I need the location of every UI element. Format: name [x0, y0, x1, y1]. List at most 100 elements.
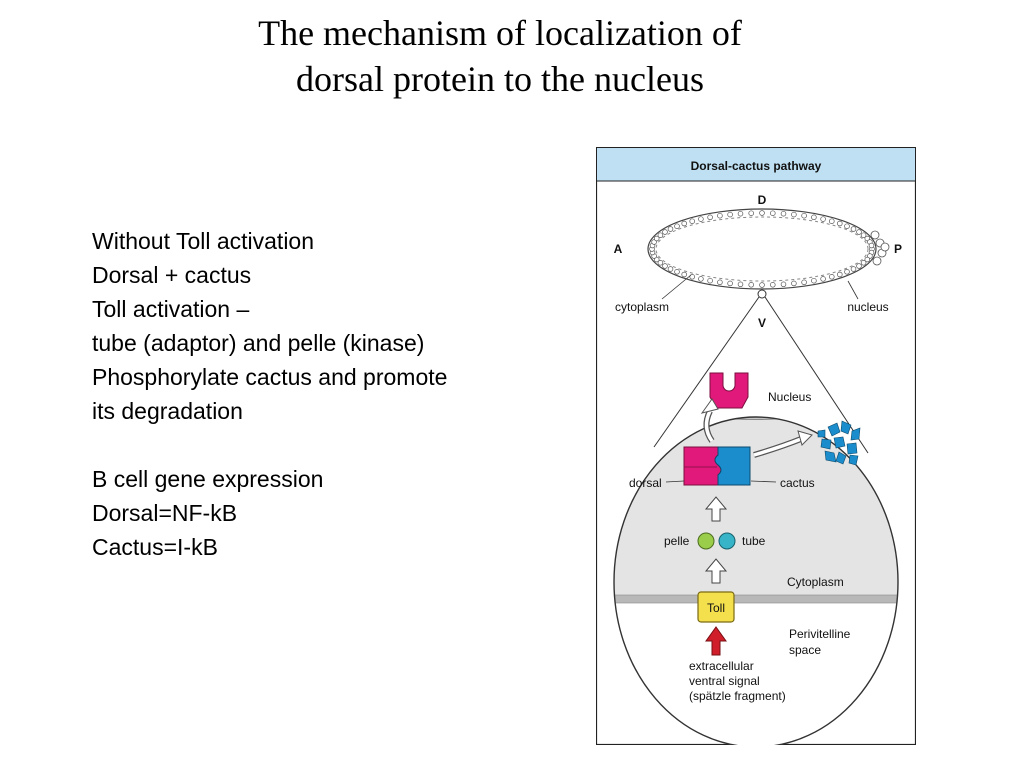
embryo-nucleus-dot [820, 276, 826, 282]
axis-posterior-label: P [894, 242, 902, 256]
embryo-nucleus-dot [681, 271, 687, 278]
embryo-nucleus-dot [844, 269, 850, 275]
signal-label-3: (spätzle fragment) [689, 689, 786, 703]
cactus-protein [714, 446, 751, 486]
embryo-nucleus-dot [856, 263, 862, 269]
embryo-nucleus-dot [770, 282, 776, 288]
cactus-label: cactus [780, 476, 815, 490]
embryo-nucleus-dot [717, 212, 723, 219]
note-line: Dorsal + cactus [92, 262, 252, 288]
embryo-nucleus-dot [801, 212, 807, 219]
embryo-nucleus-dot [844, 223, 850, 229]
embryo-nucleus-dot [850, 266, 857, 272]
embryo-nucleus-dot [868, 242, 875, 249]
embryo-nucleus-dot [727, 211, 733, 218]
tube-adaptor [718, 532, 736, 550]
perivitelline-label-2: space [789, 643, 821, 657]
embryo-nuclei [649, 210, 890, 288]
pelle-kinase [697, 532, 715, 550]
embryo-nucleus-dot [820, 216, 826, 222]
dorsal-label: dorsal [629, 476, 662, 490]
signal-label-1: extracellular [689, 659, 754, 673]
embryo-nucleus-dot [759, 282, 765, 288]
embryo-nucleus-dot [717, 279, 723, 286]
embryo-nucleus-dot [811, 277, 817, 284]
embryo-nucleus-dot [829, 218, 835, 224]
note-line: B cell gene expression [92, 466, 324, 492]
pathway-diagram: Dorsal-cactus pathway D A P V cytoplasm … [596, 147, 916, 745]
embryo-nucleus-dot [681, 220, 687, 227]
slide-title: The mechanism of localization of dorsal … [0, 10, 1000, 102]
note-line: Toll activation – [92, 296, 250, 322]
embryo-nucleus-dot [837, 220, 843, 227]
cytoplasm-top-label: cytoplasm [615, 300, 669, 314]
note-line: Without Toll activation [92, 228, 315, 254]
embryo-nucleus-dot [780, 210, 787, 217]
arrow-to-nucleus [700, 398, 719, 414]
embryo-nucleus-dot [829, 274, 835, 280]
embryo-nucleus-dot [791, 211, 797, 218]
embryo-nucleus-dot [698, 216, 704, 222]
zoom-line-right [764, 296, 869, 454]
zoom-line-left [653, 296, 760, 448]
dorsal-protein [683, 446, 722, 486]
embryo-nucleus-dot [748, 282, 754, 288]
perivitelline-label-1: Perivitelline [789, 627, 851, 641]
notes-text: Without Toll activation Dorsal + cactus … [92, 224, 562, 564]
note-spacer [92, 428, 562, 462]
embryo-nucleus-dot [657, 232, 664, 238]
pelle-label: pelle [664, 534, 690, 548]
embryo-nucleus-dot [737, 281, 744, 288]
embryo-nucleus-dot [653, 235, 660, 242]
toll-label: Toll [707, 601, 725, 615]
embryo-nucleus-dot [864, 256, 871, 263]
embryo-nucleus-dot [662, 229, 668, 235]
embryo-nucleus-dot [791, 280, 797, 287]
dorsal-cactus-figure: Dorsal-cactus pathway D A P V cytoplasm … [596, 147, 916, 745]
axis-dorsal-label: D [758, 193, 767, 207]
embryo-nucleus-dot [801, 279, 807, 286]
embryo-nucleus-dot [811, 214, 817, 221]
embryo-nucleus-dot [770, 210, 776, 216]
pole-cell [880, 242, 890, 252]
embryo-cytoplasm-ring [655, 216, 869, 282]
cell-outline [613, 416, 899, 745]
signal-label-2: ventral signal [689, 674, 760, 688]
embryo-nucleus-dot [707, 214, 713, 221]
embryo-nucleus-dot [674, 223, 680, 229]
pole-cell [870, 230, 880, 240]
embryo-nucleus-dot [860, 260, 867, 266]
embryo-nucleus-dot [667, 266, 674, 272]
axis-anterior-label: A [614, 242, 623, 256]
embryo-nucleus-dot [707, 277, 713, 284]
embryo-nucleus-dot [737, 210, 744, 217]
embryo-nucleus-dot [657, 260, 664, 266]
embryo-nucleus-dot [856, 229, 862, 235]
embryo-nucleus-dot [759, 210, 765, 216]
tube-label: tube [742, 534, 766, 548]
title-line-1: The mechanism of localization of [258, 13, 742, 53]
ventral-signal-arrow [705, 626, 727, 656]
nucleus-top-label: nucleus [847, 300, 888, 314]
nuclear-dorsal-protein [709, 372, 749, 409]
arrow-to-complex [704, 496, 728, 522]
pole-cell [872, 256, 882, 266]
embryo-nucleus-dot [748, 210, 754, 216]
note-line: tube (adaptor) and pelle (kinase) [92, 330, 425, 356]
figure-header: Dorsal-cactus pathway [691, 159, 822, 173]
nucleus-label: Nucleus [768, 390, 811, 404]
arrow-to-pelle-tube [704, 558, 728, 584]
cell-membrane [614, 594, 898, 604]
figure-header-bg [597, 148, 915, 181]
embryo-nucleus-dot [698, 276, 704, 282]
embryo-nucleus-dot [850, 226, 857, 232]
note-line: its degradation [92, 398, 243, 424]
embryo-nucleus-dot [674, 269, 680, 275]
note-line: Phosphorylate cactus and promote [92, 364, 448, 390]
note-line: Dorsal=NF-kB [92, 500, 238, 526]
degraded-cactus-fragments [817, 420, 861, 466]
embryo-nucleus-dot [837, 271, 843, 278]
arrow-to-degradation [797, 430, 813, 446]
embryo-nucleus-dot [689, 218, 695, 224]
toll-receptor [697, 591, 735, 623]
